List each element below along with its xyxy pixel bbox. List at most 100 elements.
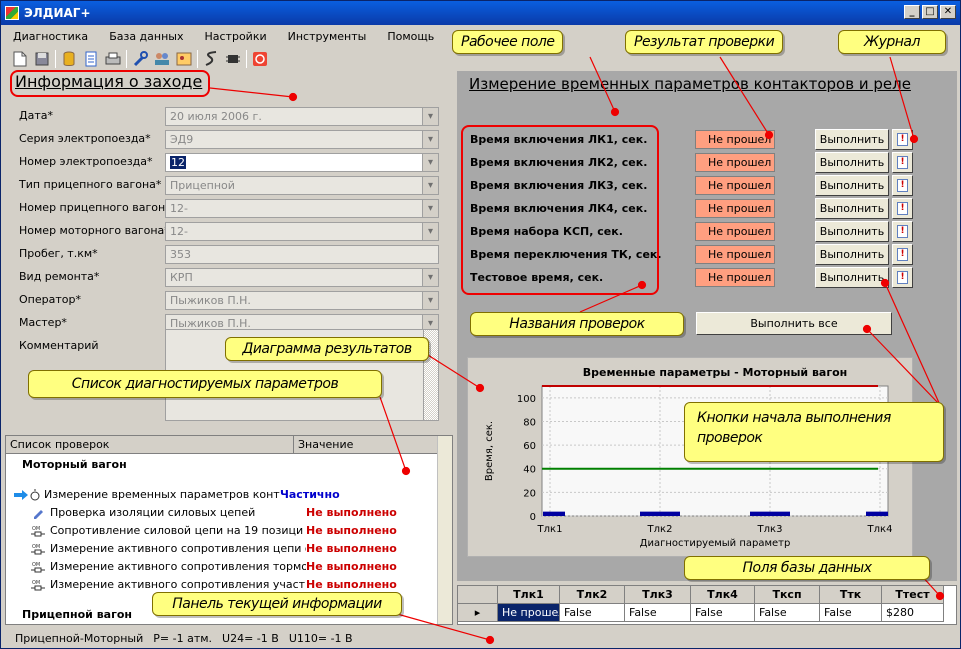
- run-check-button[interactable]: Выполнить: [815, 175, 889, 196]
- col-header-value[interactable]: Значение: [294, 436, 438, 454]
- checks-scrollbar[interactable]: [437, 436, 452, 624]
- group-motor[interactable]: Моторный вагон: [22, 458, 127, 471]
- check-name: Измерение активного сопротивления участк…: [50, 578, 306, 591]
- report-icon[interactable]: [82, 50, 100, 68]
- minimize-button[interactable]: _: [904, 5, 920, 19]
- grid-col-header[interactable]: Тлк1: [498, 586, 560, 604]
- journal-button[interactable]: !: [892, 152, 913, 173]
- train-number-value: 12: [170, 156, 186, 169]
- grid-col-header[interactable]: Ткcп: [755, 586, 820, 604]
- journal-icon: !: [897, 202, 908, 215]
- grid-col-header[interactable]: Ттк: [820, 586, 882, 604]
- field-mileage: Пробег, т.км* 353: [19, 245, 439, 264]
- grid-cell[interactable]: False: [691, 604, 755, 622]
- field-label: Пробег, т.км*: [19, 247, 98, 260]
- series-select[interactable]: ЭД9: [165, 130, 439, 149]
- measure-row-name: Время включения ЛК1, сек.: [470, 133, 648, 146]
- app-title: ЭЛДИАГ+: [24, 6, 91, 20]
- print-icon[interactable]: [104, 50, 122, 68]
- grid-cell[interactable]: False: [625, 604, 691, 622]
- field-date: Дата* 20 июля 2006 г.: [19, 107, 439, 126]
- list-item[interactable]: ОМ Измерение активного сопротивления тор…: [30, 558, 450, 575]
- field-label: Оператор*: [19, 293, 81, 306]
- grid-col-header[interactable]: Тлк3: [625, 586, 691, 604]
- mileage-input[interactable]: 353: [165, 245, 439, 264]
- grid-cell[interactable]: $280: [882, 604, 944, 622]
- journal-button[interactable]: !: [892, 244, 913, 265]
- probe-icon[interactable]: [202, 50, 220, 68]
- measure-row-result: Не прошел: [695, 245, 775, 264]
- contacts-icon[interactable]: [175, 50, 193, 68]
- journal-button[interactable]: !: [892, 175, 913, 196]
- run-check-button[interactable]: Выполнить: [815, 152, 889, 173]
- trailer-type-select[interactable]: Прицепной: [165, 176, 439, 195]
- menu-tools[interactable]: Инструменты: [287, 29, 367, 43]
- maximize-button[interactable]: □: [922, 5, 938, 19]
- users-icon[interactable]: [153, 50, 171, 68]
- journal-button[interactable]: !: [892, 221, 913, 242]
- field-repair-type: Вид ремонта* КРП: [19, 268, 439, 287]
- repair-type-select[interactable]: КРП: [165, 268, 439, 287]
- grid-cell[interactable]: Не прошел: [498, 604, 560, 622]
- group-trailer[interactable]: Прицепной вагон: [22, 608, 132, 621]
- row-marker[interactable]: ▸: [458, 604, 498, 622]
- measure-row-result: Не прошел: [695, 222, 775, 241]
- menu-settings[interactable]: Настройки: [204, 29, 267, 43]
- check-name: Измерение активного сопротивления цепи о…: [50, 542, 306, 555]
- journal-button[interactable]: !: [892, 129, 913, 150]
- measure-row-name: Время включения ЛК4, сек.: [470, 202, 648, 215]
- callout-params-list: Список диагностируемых параметров: [28, 370, 382, 398]
- new-icon[interactable]: [11, 50, 29, 68]
- info-title: Информация о заходе: [15, 72, 203, 91]
- app-logo-icon: [5, 6, 19, 20]
- run-check-button[interactable]: Выполнить: [815, 198, 889, 219]
- save-icon[interactable]: [33, 50, 51, 68]
- menu-help[interactable]: Помощь: [387, 29, 435, 43]
- run-check-button[interactable]: Выполнить: [815, 221, 889, 242]
- list-item[interactable]: Измерение временных параметров контактор…: [14, 486, 434, 503]
- database-icon[interactable]: [60, 50, 78, 68]
- col-header-name[interactable]: Список проверок: [6, 436, 294, 454]
- callout-journal: Журнал: [838, 30, 946, 54]
- journal-button[interactable]: !: [892, 198, 913, 219]
- field-comment: Комментарий: [19, 337, 439, 356]
- grid-col-header[interactable]: Ттест: [882, 586, 944, 604]
- run-all-button[interactable]: Выполнить все: [696, 312, 892, 335]
- power-icon[interactable]: [251, 50, 269, 68]
- trailer-number-select[interactable]: 12-: [165, 199, 439, 218]
- checks-header: Список проверок Значение: [6, 436, 438, 454]
- x-tick-label: Тлк1: [537, 524, 563, 535]
- run-check-button[interactable]: Выполнить: [815, 267, 889, 288]
- journal-button[interactable]: !: [892, 267, 913, 288]
- master-select[interactable]: Пыжиков П.Н.: [165, 314, 439, 333]
- list-item[interactable]: ОМ Измерение активного сопротивления цеп…: [30, 540, 450, 557]
- callout-info-panel: Панель текущей информации: [152, 592, 402, 616]
- field-operator: Оператор* Пыжиков П.Н.: [19, 291, 439, 310]
- operator-select[interactable]: Пыжиков П.Н.: [165, 291, 439, 310]
- tools-icon[interactable]: [131, 50, 149, 68]
- check-status: Частично: [280, 488, 340, 501]
- grid-cell[interactable]: False: [755, 604, 820, 622]
- close-button[interactable]: ✕: [940, 5, 956, 19]
- run-check-button[interactable]: Выполнить: [815, 244, 889, 265]
- list-item[interactable]: ОМ Сопротивление силовой цепи на 19 пози…: [30, 522, 450, 539]
- train-number-select[interactable]: 12: [165, 153, 439, 172]
- menu-database[interactable]: База данных: [109, 29, 184, 43]
- list-item[interactable]: Проверка изоляции силовых цепей Не выпол…: [30, 504, 450, 521]
- grid-cell[interactable]: False: [560, 604, 625, 622]
- date-picker[interactable]: 20 июля 2006 г.: [165, 107, 439, 126]
- title-bar[interactable]: ЭЛДИАГ+ _ □ ✕: [1, 1, 960, 25]
- journal-icon: !: [897, 179, 908, 192]
- grid-col-header[interactable]: Тлк4: [691, 586, 755, 604]
- toolbar-separator: [126, 50, 127, 68]
- menu-diagnostics[interactable]: Диагностика: [13, 29, 89, 43]
- grid-col-header[interactable]: Тлк2: [560, 586, 625, 604]
- motor-number-select[interactable]: 12-: [165, 222, 439, 241]
- grid-cell[interactable]: False: [820, 604, 882, 622]
- status-u110: U110= -1 В: [288, 631, 353, 645]
- chip-icon[interactable]: [224, 50, 242, 68]
- list-item[interactable]: ОМ Измерение активного сопротивления уча…: [30, 576, 450, 593]
- run-check-button[interactable]: Выполнить: [815, 129, 889, 150]
- journal-icon: !: [897, 156, 908, 169]
- menu-bar: Диагностика База данных Настройки Инстру…: [1, 25, 960, 47]
